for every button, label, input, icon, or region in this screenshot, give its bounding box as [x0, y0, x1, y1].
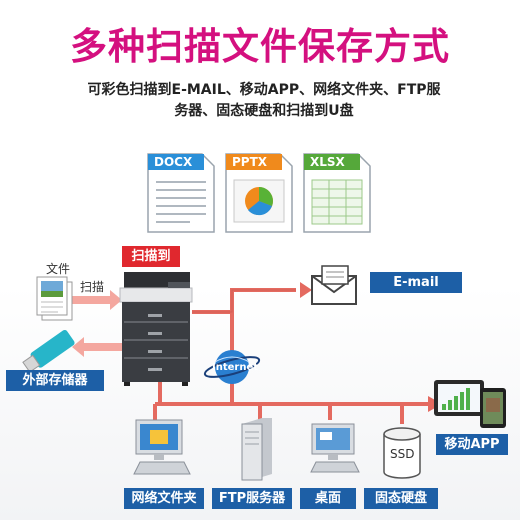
ftp-server-icon — [241, 418, 272, 481]
tablet-icon — [434, 380, 506, 428]
ssd-label: 固态硬盘 — [364, 488, 438, 509]
ssd-text: SSD — [390, 447, 415, 461]
storage-arrow — [72, 337, 124, 357]
usb-drive-icon — [22, 330, 75, 373]
internet-globe-icon — [203, 350, 261, 384]
desktop-label: 桌面 — [300, 488, 356, 509]
envelope-icon — [311, 265, 357, 305]
external-storage-label: 外部存储器 — [6, 370, 104, 391]
ssd-drive-icon — [383, 427, 421, 479]
network-folder-label: 网络文件夹 — [124, 488, 204, 509]
page-title: 多种扫描文件保存方式 — [70, 25, 450, 68]
desktop-computer-icon — [310, 423, 360, 473]
xlsx-file-icon — [303, 153, 371, 233]
scan-arrow — [72, 290, 122, 310]
scan-to-label: 扫描到 — [122, 246, 180, 267]
docx-file-icon — [147, 153, 215, 233]
email-arrow — [300, 282, 312, 298]
network-folder-computer-icon — [133, 419, 191, 475]
email-label: E-mail — [370, 272, 462, 293]
scan-label: 扫描 — [80, 280, 105, 294]
docx-label: DOCX — [154, 155, 193, 169]
subtitle-line-1: 可彩色扫描到E-MAIL、移动APP、网络文件夹、FTP服 — [87, 82, 441, 98]
pptx-label: PPTX — [232, 155, 268, 169]
connection-lines — [153, 288, 430, 424]
mobile-app-label: 移动APP — [436, 434, 508, 455]
pptx-file-icon — [225, 153, 293, 233]
subtitle: 可彩色扫描到E-MAIL、移动APP、网络文件夹、FTP服 务器、固态硬盘和扫描… — [54, 80, 474, 122]
document-label: 文件 — [46, 262, 71, 276]
ftp-server-label: FTP服务器 — [212, 488, 292, 509]
internet-label: Internet — [212, 362, 259, 373]
document-icon — [36, 276, 73, 321]
printer-icon — [119, 272, 193, 386]
subtitle-line-2: 务器、固态硬盘和扫描到U盘 — [174, 103, 354, 119]
xlsx-label: XLSX — [310, 155, 345, 169]
